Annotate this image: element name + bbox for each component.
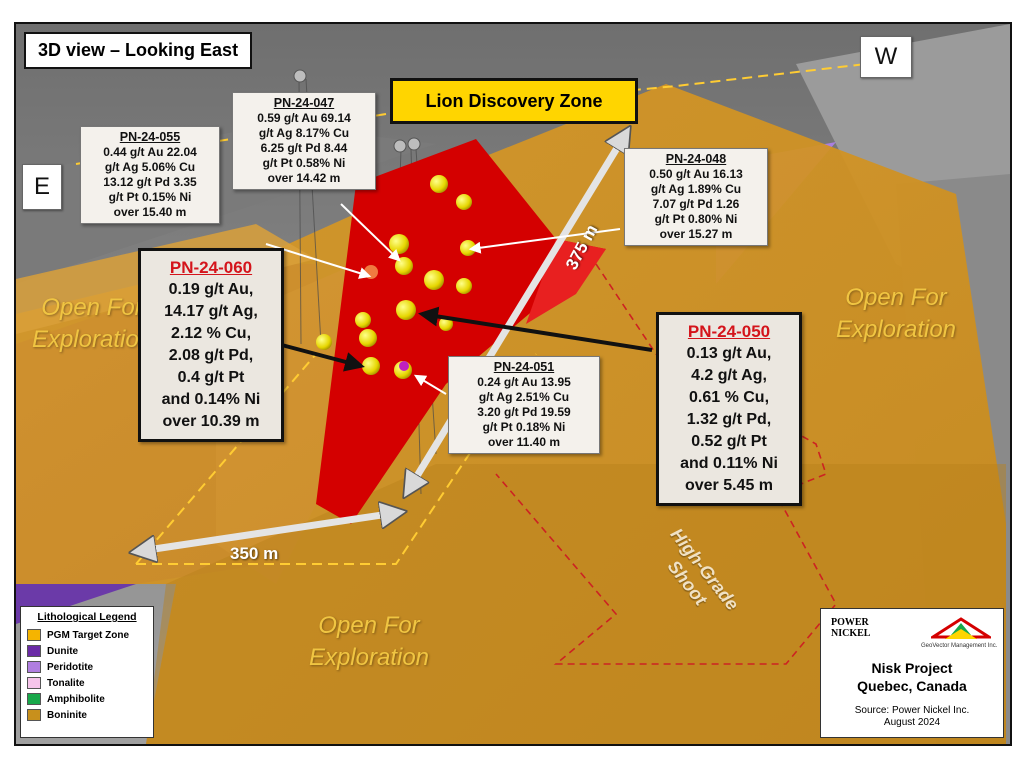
assay-line: g/t Pt 0.15% Ni xyxy=(108,190,192,204)
assay-line: g/t Pt 0.80% Ni xyxy=(654,212,738,226)
compass-west: W xyxy=(860,36,912,78)
legend-item: Tonalite xyxy=(27,675,153,691)
assay-line: over 14.42 m xyxy=(267,171,341,185)
callout-pn-24-051: PN-24-051 0.24 g/t Au 13.95 g/t Ag 2.51%… xyxy=(448,356,600,454)
assay-line: g/t Ag 1.89% Cu xyxy=(650,182,742,196)
assay-line: g/t Ag 2.51% Cu xyxy=(478,390,570,404)
assay-line: 6.25 g/t Pd 8.44 xyxy=(260,141,348,155)
legend-item: Amphibolite xyxy=(27,691,153,707)
open-line2: Exploration xyxy=(308,644,430,671)
assay-line: over 15.40 m xyxy=(113,205,187,219)
hole-id: PN-24-051 xyxy=(493,360,555,374)
date-line: August 2024 xyxy=(883,717,941,728)
assay-line: 2.08 g/t Pd, xyxy=(168,347,254,364)
legend-swatch xyxy=(27,709,41,721)
title-block: POWER NICKEL GeoVector Management Inc. N… xyxy=(820,608,1004,738)
geovector-name: GeoVector Management Inc. xyxy=(921,643,998,649)
open-line1: Open For xyxy=(318,612,420,639)
assay-line: and 0.11% Ni xyxy=(680,455,778,472)
assay-line: 0.61 % Cu, xyxy=(688,389,770,406)
assay-line: 0.24 g/t Au 13.95 xyxy=(477,375,571,389)
project-line: Nisk Project xyxy=(871,660,953,676)
assay-line: g/t Pt 0.18% Ni xyxy=(482,420,566,434)
legend-swatch xyxy=(27,629,41,641)
zone-outline-left xyxy=(135,353,317,565)
legend-label: Dunite xyxy=(47,645,79,657)
open-line2: Exploration xyxy=(835,316,957,343)
assay-line: 3.20 g/t Pd 19.59 xyxy=(477,405,571,419)
legend-label: Peridotite xyxy=(47,661,94,673)
legend-item: PGM Target Zone xyxy=(27,627,153,643)
project-name: Nisk Project Quebec, Canada xyxy=(821,659,1003,695)
leader-lines xyxy=(265,203,653,395)
assay-line: over 15.27 m xyxy=(659,227,733,241)
assay-line: 0.19 g/t Au, xyxy=(168,281,254,298)
assay-line: g/t Ag 8.17% Cu xyxy=(258,126,350,140)
geovector-logo-icon xyxy=(931,617,991,639)
open-exploration-right: Open For Exploration xyxy=(816,282,976,346)
legend-swatch xyxy=(27,693,41,705)
assay-line: 14.17 g/t Ag, xyxy=(164,303,258,320)
assay-line: 0.4 g/t Pt xyxy=(177,369,245,386)
assay-line: 1.32 g/t Pd, xyxy=(686,411,772,428)
callout-pn-24-050: PN-24-050 0.13 g/t Au, 4.2 g/t Ag, 0.61 … xyxy=(656,312,802,506)
assay-line: 13.12 g/t Pd 3.35 xyxy=(103,175,197,189)
lithological-legend: Lithological Legend PGM Target Zone Duni… xyxy=(20,606,154,738)
assay-line: 2.12 % Cu, xyxy=(170,325,252,342)
legend-label: Tonalite xyxy=(47,677,85,689)
power-nickel-logo: POWER NICKEL xyxy=(831,617,870,639)
assay-line: and 0.14% Ni xyxy=(161,391,261,408)
assay-line: 0.13 g/t Au, xyxy=(686,345,772,362)
legend-item: Peridotite xyxy=(27,659,153,675)
assay-line: g/t Pt 0.58% Ni xyxy=(262,156,346,170)
legend-swatch xyxy=(27,661,41,673)
open-line1: Open For xyxy=(41,294,143,321)
assay-line: over 10.39 m xyxy=(162,413,260,430)
scene-3d xyxy=(16,24,1010,744)
hole-id: PN-24-055 xyxy=(119,130,181,144)
callout-pn-24-048: PN-24-048 0.50 g/t Au 16.13 g/t Ag 1.89%… xyxy=(624,148,768,246)
open-line1: Open For xyxy=(845,284,947,311)
source-line: Source: Power Nickel Inc. xyxy=(854,705,970,716)
source-note: Source: Power Nickel Inc. August 2024 xyxy=(821,705,1003,729)
dimension-label-350: 350 m xyxy=(230,544,279,563)
zone-outline-bottom xyxy=(136,353,537,565)
assay-line: 0.50 g/t Au 16.13 xyxy=(649,167,743,181)
zone-title: Lion Discovery Zone xyxy=(390,78,638,124)
dimension-arrow-375 xyxy=(406,130,628,494)
legend-label: Amphibolite xyxy=(47,693,105,705)
assay-line: 7.07 g/t Pd 1.26 xyxy=(652,197,740,211)
assay-line: 0.52 g/t Pt xyxy=(691,433,767,450)
assay-line: over 11.40 m xyxy=(487,435,561,449)
hole-id: PN-24-048 xyxy=(665,152,727,166)
open-line2: Exploration xyxy=(31,326,153,353)
legend-swatch xyxy=(27,645,41,657)
hole-id: PN-24-050 xyxy=(687,322,771,341)
assay-line: 0.59 g/t Au 69.14 xyxy=(257,111,351,125)
location-line: Quebec, Canada xyxy=(857,678,967,694)
callout-pn-24-060: PN-24-060 0.19 g/t Au, 14.17 g/t Ag, 2.1… xyxy=(138,248,284,442)
assay-line: 0.44 g/t Au 22.04 xyxy=(103,145,197,159)
legend-title: Lithological Legend xyxy=(37,611,137,623)
legend-label: PGM Target Zone xyxy=(47,629,130,641)
hole-id: PN-24-047 xyxy=(273,96,335,110)
map-frame: 3D view – Looking East W E Lion Discover… xyxy=(14,22,1012,746)
hole-id: PN-24-060 xyxy=(169,258,253,277)
open-exploration-bottom: Open For Exploration xyxy=(284,610,454,674)
assay-line: over 5.45 m xyxy=(684,477,774,494)
open-exploration-left: Open For Exploration xyxy=(22,292,162,356)
callout-pn-24-047: PN-24-047 0.59 g/t Au 69.14 g/t Ag 8.17%… xyxy=(232,92,376,190)
legend-item: Dunite xyxy=(27,643,153,659)
dimension-arrow-350 xyxy=(134,512,402,552)
legend-item: Boninite xyxy=(27,707,153,723)
assay-line: 4.2 g/t Ag, xyxy=(691,367,767,384)
logo-line: NICKEL xyxy=(831,628,871,639)
legend-label: Boninite xyxy=(47,709,87,721)
view-title: 3D view – Looking East xyxy=(24,32,253,69)
assay-line: g/t Ag 5.06% Cu xyxy=(104,160,196,174)
legend-swatch xyxy=(27,677,41,689)
callout-pn-24-055: PN-24-055 0.44 g/t Au 22.04 g/t Ag 5.06%… xyxy=(80,126,220,224)
logo-line: POWER xyxy=(831,617,869,628)
compass-east: E xyxy=(22,164,62,210)
